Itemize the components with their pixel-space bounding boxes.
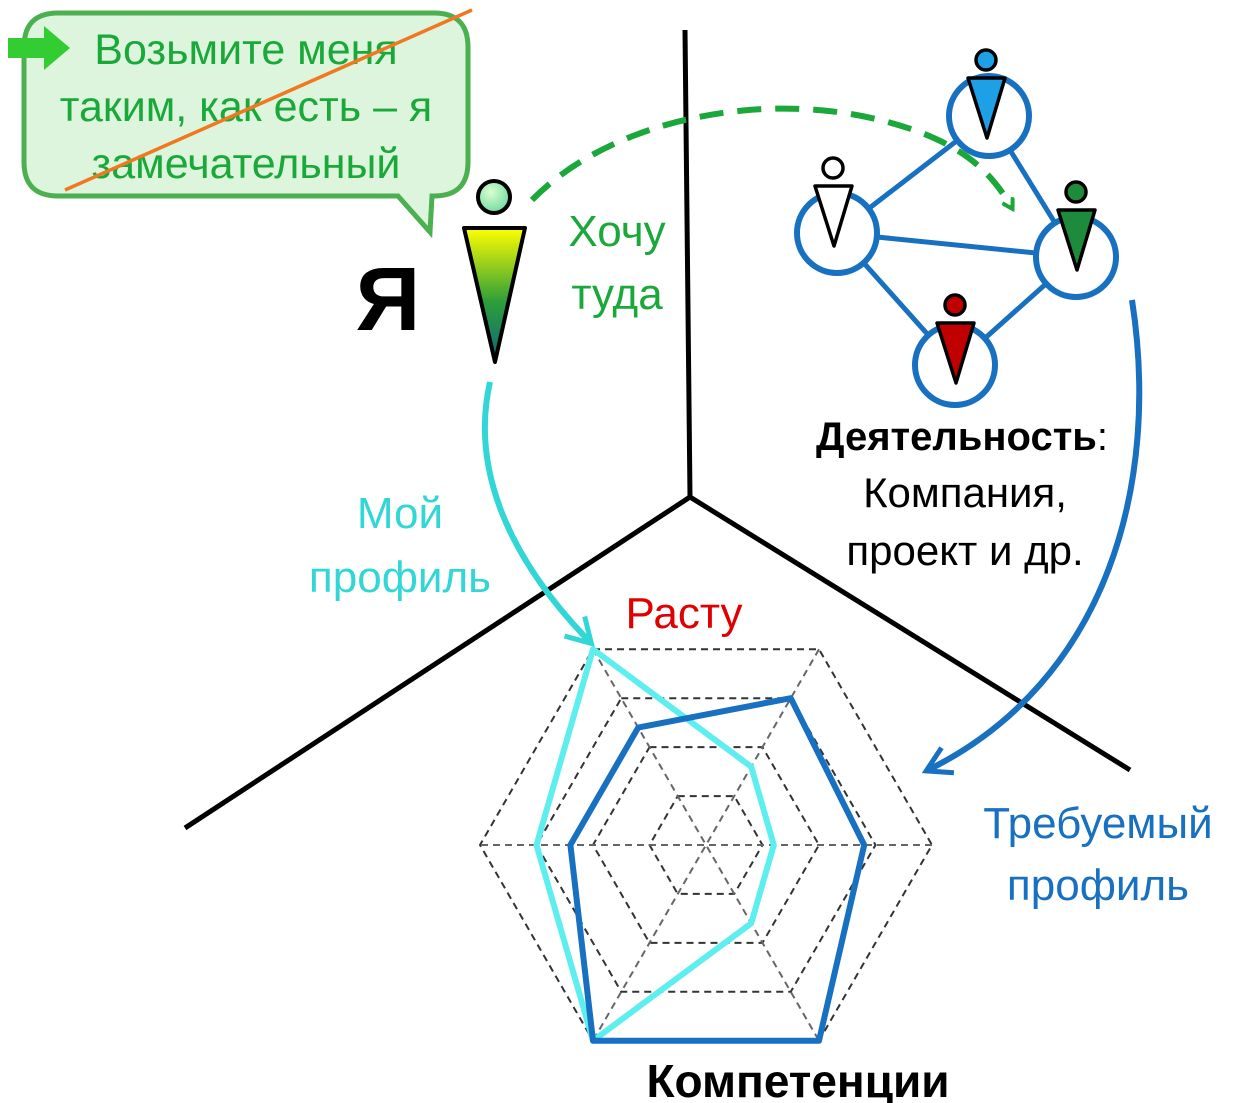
axis-left [183,494,692,831]
blue-person-icon [966,48,1007,140]
speech-bubble: Возьмите меня таким, как есть – я замеча… [8,8,473,239]
activity-title: Деятельность: [816,415,1108,459]
radar-grid-level-3 [535,697,877,993]
speech-bubble-shape [21,10,471,239]
bubble-line-1: Возьмите меня [94,26,397,74]
want-there-arrow [529,105,1012,208]
red-person-icon [935,293,976,385]
green-person-icon [1056,180,1097,272]
want-label-line-2: туда [571,270,663,319]
bubble-line-2: таким, как есть – я [60,83,432,131]
required-profile-label-line-2: профиль [1007,861,1189,910]
bullet-arrow-icon [8,26,70,70]
my-profile-label-line-2: профиль [309,553,491,602]
sector-axes [183,29,1132,831]
me-label: Я [356,250,421,350]
strike-through-line [64,8,473,192]
my-profile-arrow [481,381,595,647]
required-profile-arrow [921,299,1143,776]
radar-spoke [592,648,820,1042]
required-profile-label-line-1: Требуемый [983,799,1213,848]
team-network [794,48,1119,408]
activity-line-2: проект и др. [846,527,1083,574]
competency-radar [478,646,934,1044]
required-profile-polygon [567,695,868,1044]
want-label-line-1: Хочу [568,207,665,256]
axis-up [682,29,693,498]
grow-label: Расту [625,589,742,638]
activity-line-1: Компания, [863,469,1067,516]
my-profile-label-line-1: Мой [357,489,443,538]
competencies-label: Компетенции [646,1055,949,1103]
axis-right [688,494,1132,773]
white-person-icon [813,156,854,248]
my-profile-polygon [533,646,777,1044]
me-person-icon [462,179,527,364]
bubble-line-3: замечательный [92,140,401,188]
radar-spoke [592,648,820,1042]
